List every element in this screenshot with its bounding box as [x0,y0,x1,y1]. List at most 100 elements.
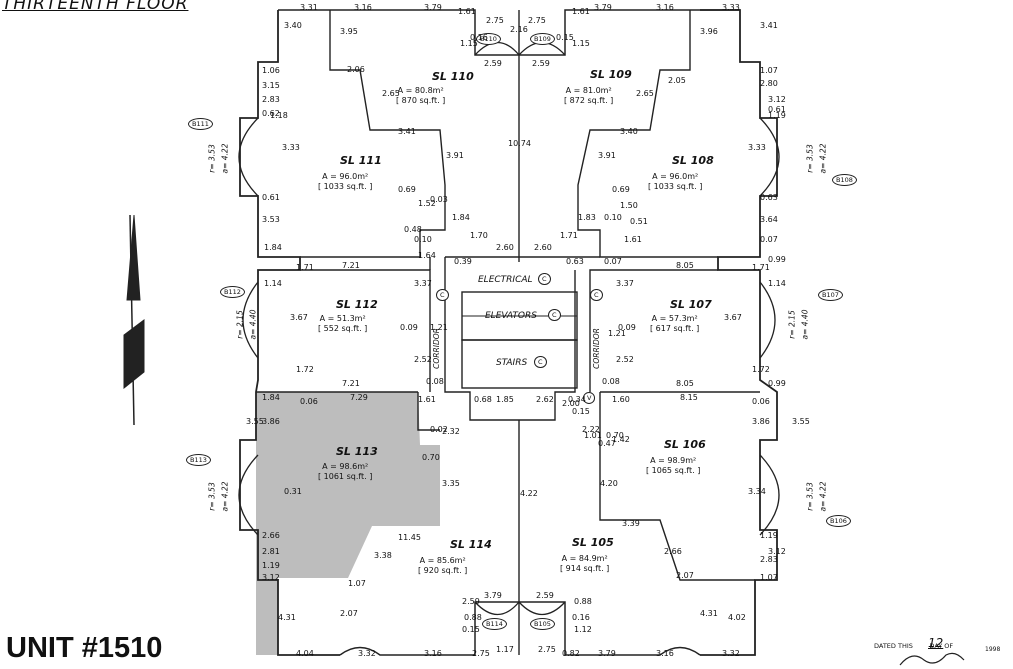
dimension-label: 3.79 [484,591,502,600]
dimension-label: 2.62 [536,395,554,404]
dimension-label: 3.34 [748,487,766,496]
dimension-label: 0.70 [606,431,624,440]
corridor-left-c-marker: C [436,289,449,301]
dimension-label: 2.32 [442,427,460,436]
dimension-label: 3.12 [768,95,786,104]
bottom-edge [339,601,701,656]
dimension-label: 0.88 [574,597,592,606]
dimension-label: 2.83 [262,95,280,104]
unit-110-label: SL 110 [432,70,474,83]
dimension-label: 1.19 [768,111,786,120]
unit-112-area: A = 51.3m²[ 552 sq.ft. ] [318,314,368,333]
unit-111-label: SL 111 [340,154,382,167]
signature-mark [899,652,965,666]
dimension-label: 1.60 [612,395,630,404]
dimension-label: 0.16 [470,33,488,42]
dimension-label: 3.86 [752,417,770,426]
dimension-label: 3.55 [246,417,264,426]
dimension-label: 3.91 [446,151,464,160]
dimension-label: 8.15 [680,393,698,402]
unit-107-label: SL 107 [670,298,712,311]
dimension-label: 3.16 [354,3,372,12]
dimension-label: 3.12 [768,547,786,556]
dimension-label: 1.84 [452,213,470,222]
dimension-label: 1.72 [296,365,314,374]
dimension-label: 1.06 [262,66,280,75]
radius-label-113-r: r= 3.53 [207,482,217,511]
unit-106-label: SL 106 [664,438,706,451]
dimension-label: 0.48 [404,225,422,234]
dimension-label: 1.14 [768,279,786,288]
dimension-label: 3.16 [656,649,674,658]
dimension-label: 0.15 [462,625,480,634]
dimension-label: 4.20 [600,479,618,488]
dimension-label: 0.63 [760,193,778,202]
dimension-label: 3.79 [594,3,612,12]
dimension-label: 3.16 [424,649,442,658]
dimension-label: 2.07 [340,609,358,618]
dimension-label: 0.47 [598,439,616,448]
dimension-label: 3.39 [622,519,640,528]
dimension-label: 0.09 [618,323,636,332]
interior-walls [256,10,760,655]
radius-label-111-r: r= 3.53 [207,144,217,173]
dimension-label: 2.59 [484,59,502,68]
balcony-tag-b107: B107 [818,289,843,301]
radius-label-112-r: r= 2.15 [235,310,245,339]
unit-112-label: SL 112 [336,298,378,311]
unit-label: UNIT #1510 [6,632,163,664]
dimension-label: 0.09 [400,323,418,332]
unit-113-shade [256,392,440,655]
unit-105-area: A = 84.9m²[ 914 sq.ft. ] [560,554,610,573]
dimension-label: 0.99 [768,379,786,388]
dimension-label: 1.84 [262,393,280,402]
unit-105-label: SL 105 [572,536,614,549]
dimension-label: 3.37 [414,279,432,288]
corridor-right-label: CORRIDOR [591,328,601,369]
dimension-label: 3.41 [760,21,778,30]
dimension-label: 0.07 [760,235,778,244]
unit-111-area: A = 96.0m²[ 1033 sq.ft. ] [318,172,373,191]
dimension-label: 0.61 [262,193,280,202]
dimension-label: 3.55 [792,417,810,426]
dimension-label: 3.32 [722,649,740,658]
dimension-label: 1.61 [572,7,590,16]
dimension-label: 3.16 [656,3,674,12]
corridor-right-c-marker: C [590,289,603,301]
dimension-label: 2.52 [414,355,432,364]
dimension-label: 4.02 [728,613,746,622]
dimension-label: 3.41 [398,127,416,136]
dimension-label: 0.08 [426,377,444,386]
dimension-label: 1.19 [262,561,280,570]
dimension-label: 2.80 [760,79,778,88]
dimension-label: 2.81 [262,547,280,556]
dimension-label: 2.59 [532,59,550,68]
dimension-label: 3.64 [760,215,778,224]
dimension-label: 3.40 [284,21,302,30]
balcony-tag-b111: B111 [188,118,213,130]
dimension-label: 2.07 [676,571,694,580]
dimension-label: 1.19 [760,531,778,540]
dimension-label: 2.75 [528,16,546,25]
dimension-label: 3.67 [290,313,308,322]
dimension-label: 2.16 [510,25,528,34]
dimension-label: 0.15 [556,33,574,42]
dimension-label: 0.03 [430,195,448,204]
dimension-label: 2.00 [562,399,580,408]
dimension-label: 0.16 [572,613,590,622]
elevators-label: ELEVATORS [485,311,537,321]
dimension-label: 1.84 [264,243,282,252]
dimension-label: 0.82 [562,649,580,658]
dimension-label: 1.64 [418,251,436,260]
balcony-tag-b106: B106 [826,515,851,527]
balcony-tag-b105: B105 [530,618,555,630]
balcony-tag-b109: B109 [530,33,555,45]
dimension-label: 1.21 [608,329,626,338]
unit-109-area: A = 81.0m²[ 872 sq.ft. ] [564,86,614,105]
dimension-label: 3.53 [262,215,280,224]
north-arrow [123,214,145,426]
dimension-label: 1.61 [418,395,436,404]
dimension-label: 1.71 [752,263,770,272]
dimension-label: 4.04 [296,649,314,658]
